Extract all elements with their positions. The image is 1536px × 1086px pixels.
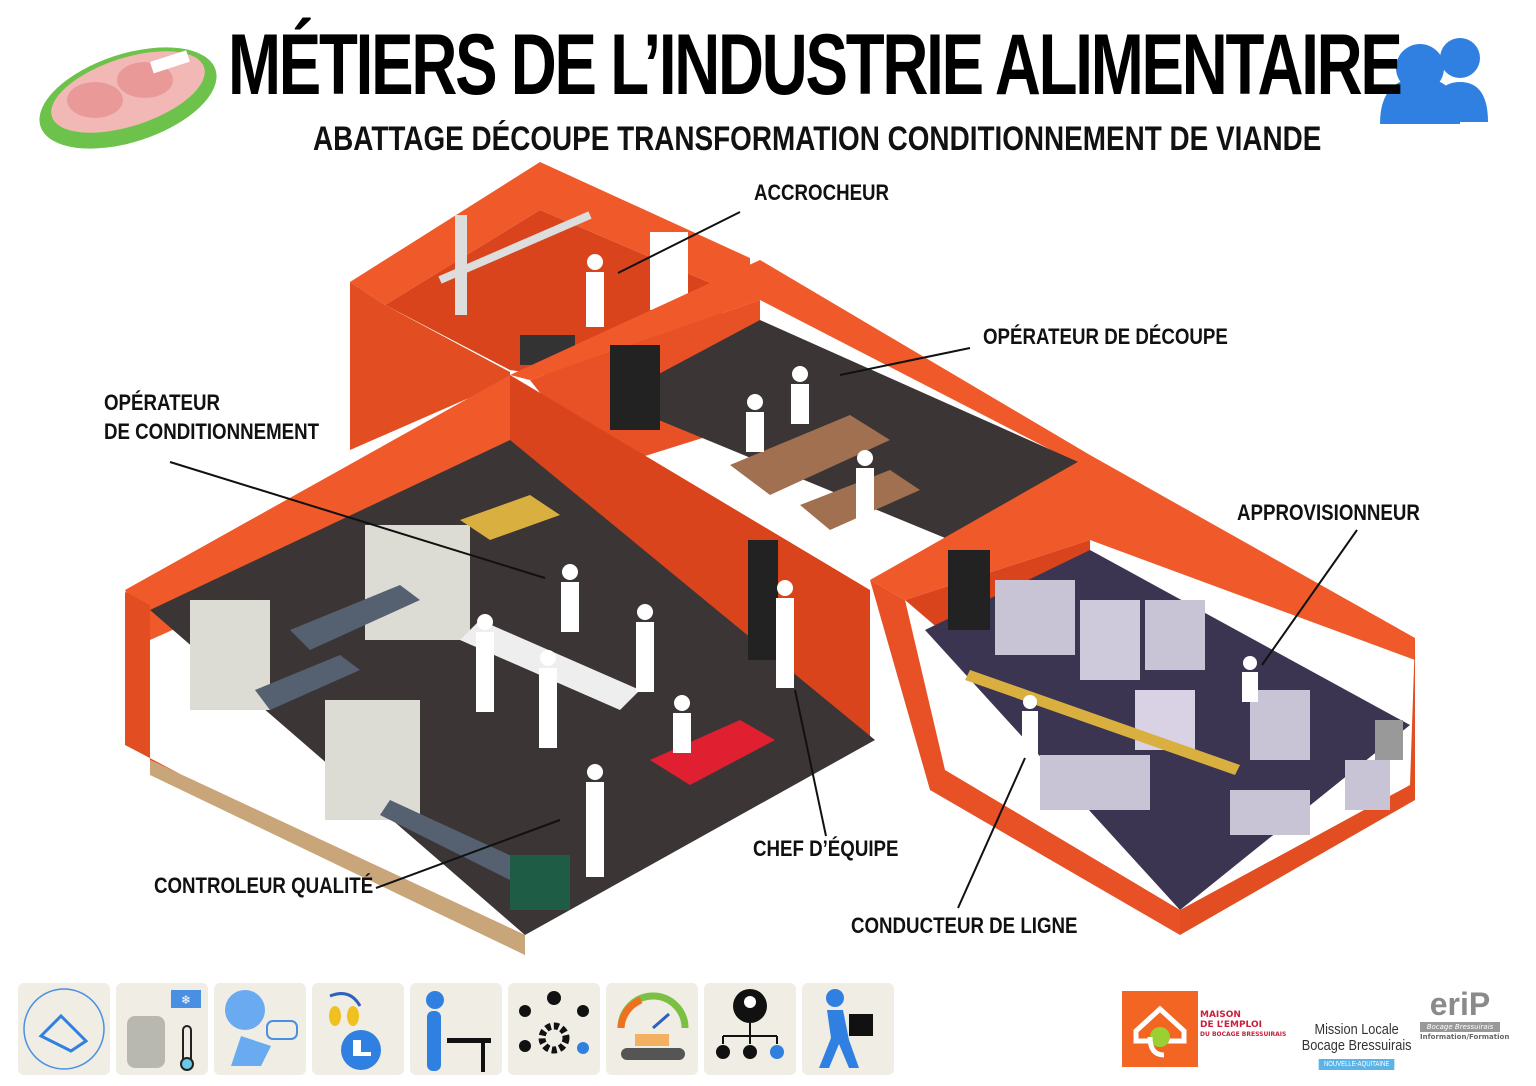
label-operateur-decoupe: OPÉRATEUR DE DÉCOUPE (983, 324, 1228, 349)
label-chef-equipe: CHEF D’ÉQUIPE (753, 836, 899, 861)
logo-text: NOUVELLE-AQUITAINE (1318, 1059, 1395, 1070)
label-approvisionneur: APPROVISIONNEUR (1237, 500, 1420, 525)
leader-lines (169, 211, 1358, 909)
label-line: DE CONDITIONNEMENT (104, 419, 320, 444)
standing-work-icon (410, 983, 502, 1075)
erip-logo: eriP Bocage Bressuirais Information/Form… (1420, 986, 1510, 1042)
page-title: MÉTIERS DE L’INDUSTRIE ALIMENTAIRE (228, 17, 1403, 113)
room-packaging (125, 375, 875, 955)
room-processing (870, 455, 1415, 935)
maison-emploi-text: MAISON DE L’EMPLOI DU BOCAGE BRESSUIRAIS (1200, 1010, 1286, 1040)
ear-plugs-boots-icon (312, 983, 404, 1075)
logo-text: DU BOCAGE BRESSUIRAIS (1200, 1031, 1287, 1038)
productivity-gauge-icon (606, 983, 698, 1075)
cold-temperature-icon: ❄ (116, 983, 208, 1075)
maison-emploi-logo (1122, 991, 1198, 1067)
label-line: OPÉRATEUR (104, 390, 221, 415)
logo-text: Bocage Bressuirais (1301, 1037, 1412, 1054)
mission-locale-logo: Mission Locale Bocage Bressuirais NOUVEL… (1302, 1022, 1412, 1070)
svg-text:❄: ❄ (181, 993, 191, 1007)
page-subtitle: ABATTAGE DÉCOUPE TRANSFORMATION CONDITIO… (313, 120, 1322, 158)
hygiene-protection-icon (214, 983, 306, 1075)
label-operateur-conditionnement: OPÉRATEUR DE CONDITIONNEMENT (104, 388, 319, 446)
logo-text: DE L’EMPLOI (1200, 1020, 1262, 1030)
logo-text: Mission Locale (1314, 1021, 1399, 1038)
meat-tray-illustration (39, 47, 217, 149)
carrying-load-icon (802, 983, 894, 1075)
hierarchy-icon (704, 983, 796, 1075)
label-accrocheur: ACCROCHEUR (754, 180, 890, 205)
logo-text: Bocage Bressuirais (1420, 1022, 1500, 1032)
teamwork-icon (508, 983, 600, 1075)
hand-washing-icon (18, 983, 110, 1075)
logo-text: eriP (1429, 986, 1491, 1022)
people-icon (1380, 38, 1488, 124)
logo-text: Information/Formation (1420, 1033, 1510, 1041)
room-slaughter (350, 162, 750, 450)
requirement-icons: ❄ (18, 983, 894, 1075)
label-conducteur-ligne: CONDUCTEUR DE LIGNE (851, 913, 1078, 938)
label-controleur-qualite: CONTROLEUR QUALITÉ (154, 873, 374, 898)
logo-text: MAISON (1200, 1010, 1241, 1020)
